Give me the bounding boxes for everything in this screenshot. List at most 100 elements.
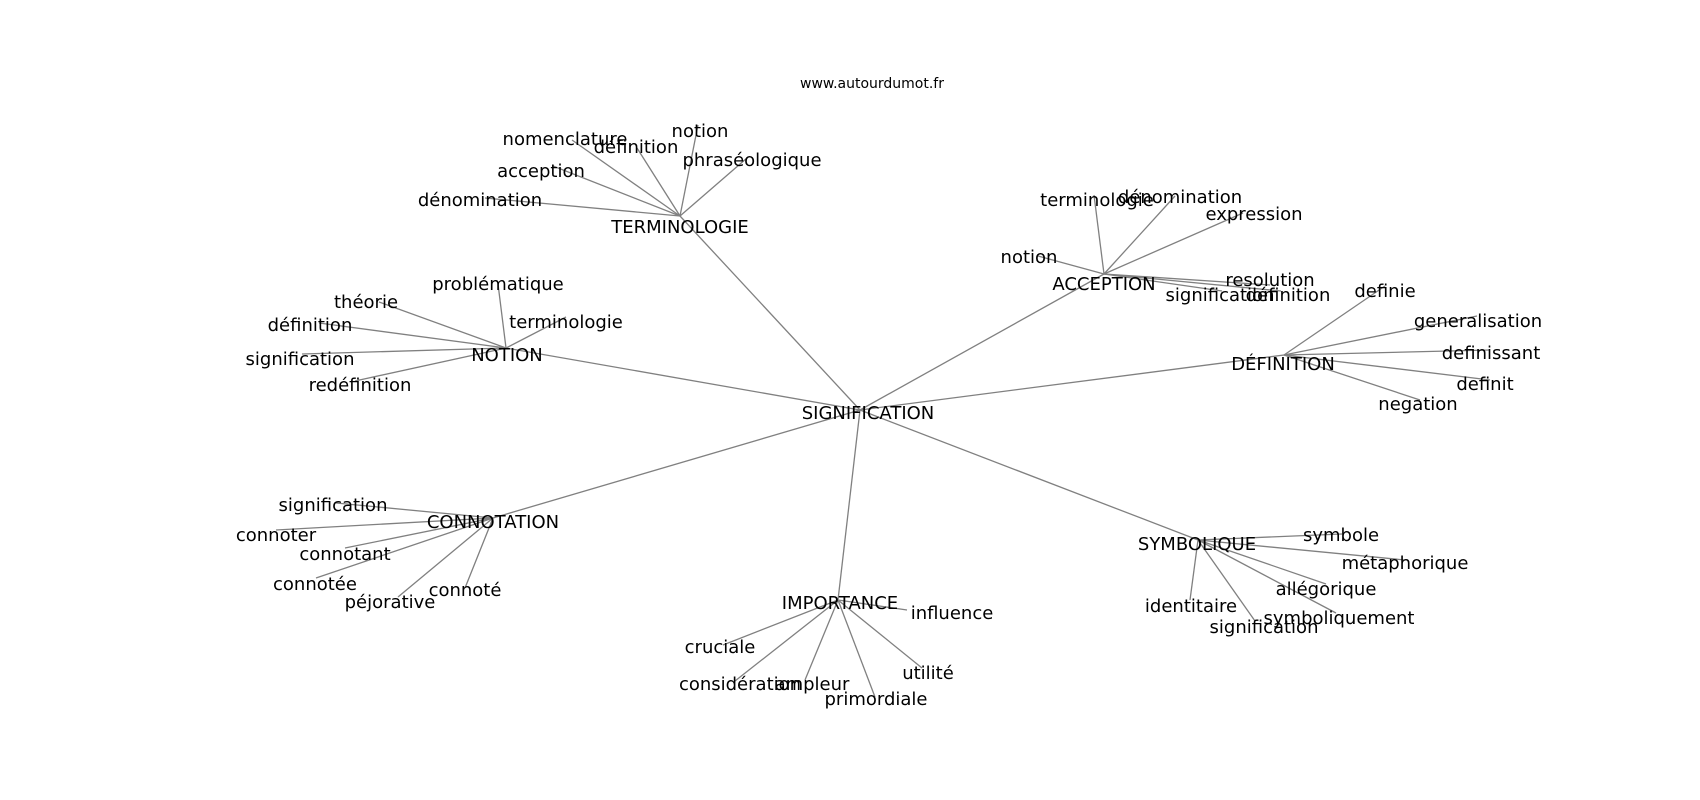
edge-hub-leaf [571, 139, 681, 217]
edge-hub-leaf [464, 517, 494, 589]
leaf-node-label[interactable]: connoté [429, 580, 502, 601]
leaf-node-label[interactable]: expression [1205, 204, 1302, 225]
edge-layer [275, 124, 1491, 698]
leaf-node-label[interactable]: dénomination [418, 190, 542, 211]
edge-center-hub [859, 354, 1285, 411]
edge-hub-leaf [1103, 195, 1176, 275]
edge-hub-leaf [378, 301, 507, 349]
leaf-node-label[interactable]: allégorique [1276, 579, 1377, 600]
edge-hub-leaf [505, 316, 567, 349]
edge-center-hub [859, 409, 1199, 541]
edge-hub-leaf [722, 599, 839, 646]
edge-hub-leaf [1197, 539, 1406, 561]
edge-hub-leaf [1103, 273, 1223, 292]
hub-node-label[interactable]: CONNOTATION [427, 512, 559, 533]
leaf-node-label[interactable]: dénomination [1118, 187, 1242, 208]
edge-hub-leaf [1283, 354, 1421, 401]
edge-hub-leaf [1197, 533, 1343, 541]
edge-center-hub [679, 215, 861, 411]
edge-center-hub [837, 409, 861, 601]
label-layer: SIGNIFICATIONTERMINOLOGIEnomenclaturedéf… [236, 121, 1542, 710]
leaf-node-label[interactable]: resolution [1225, 270, 1314, 291]
leaf-node-label[interactable]: connotée [273, 574, 357, 595]
leaf-node-label[interactable]: théorie [334, 292, 398, 313]
leaf-node-label[interactable]: influence [911, 603, 994, 624]
edge-hub-leaf [837, 599, 876, 698]
leaf-node-label[interactable]: ampleur [775, 674, 850, 695]
leaf-node-label[interactable]: définition [268, 315, 353, 336]
leaf-node-label[interactable]: phraséologique [682, 150, 821, 171]
leaf-node-label[interactable]: symboliquement [1264, 608, 1415, 629]
leaf-node-label[interactable]: primordiale [825, 689, 928, 710]
edge-hub-leaf [397, 517, 494, 598]
leaf-node-label[interactable]: definie [1354, 281, 1415, 302]
leaf-node-label[interactable]: redéfinition [309, 375, 412, 396]
leaf-node-label[interactable]: notion [1001, 247, 1058, 268]
edge-hub-leaf [1197, 539, 1256, 622]
edge-hub-leaf [1093, 194, 1105, 275]
leaf-node-label[interactable]: métaphorique [1342, 553, 1469, 574]
leaf-node-label[interactable]: terminologie [1040, 190, 1154, 211]
edge-hub-leaf [837, 599, 908, 611]
edge-hub-leaf [1197, 539, 1337, 614]
edge-hub-leaf [837, 599, 923, 669]
leaf-node-label[interactable]: identitaire [1145, 596, 1237, 617]
edge-hub-leaf [335, 502, 494, 519]
edge-hub-leaf [636, 147, 681, 217]
edge-hub-leaf [1283, 285, 1386, 356]
hub-node-label[interactable]: TERMINOLOGIE [610, 217, 749, 238]
edge-hub-leaf [1037, 255, 1105, 275]
edge-hub-leaf [804, 599, 839, 681]
leaf-node-label[interactable]: considération [679, 674, 801, 695]
hub-node-label[interactable]: SYMBOLIQUE [1138, 534, 1256, 555]
leaf-node-label[interactable]: signification [246, 349, 355, 370]
leaf-node-label[interactable]: utilité [902, 663, 954, 684]
hub-node-label[interactable]: ACCEPTION [1052, 274, 1155, 295]
leaf-node-label[interactable]: connotant [299, 544, 390, 565]
leaf-node-label[interactable]: negation [1378, 394, 1457, 415]
hub-node-label[interactable]: DÉFINITION [1231, 353, 1335, 375]
center-node-label[interactable]: SIGNIFICATION [802, 403, 935, 424]
hub-node-label[interactable]: IMPORTANCE [782, 593, 898, 614]
edge-hub-leaf [734, 599, 839, 682]
leaf-node-label[interactable]: definit [1456, 374, 1513, 395]
edge-hub-leaf [1103, 212, 1244, 275]
leaf-node-label[interactable]: terminologie [509, 312, 623, 333]
leaf-node-label[interactable]: définition [1246, 285, 1331, 306]
edge-hub-leaf [497, 283, 507, 349]
leaf-node-label[interactable]: cruciale [685, 637, 756, 658]
edge-hub-leaf [318, 322, 507, 349]
leaf-node-label[interactable]: problématique [432, 274, 563, 295]
edge-hub-leaf [552, 165, 681, 217]
leaf-node-label[interactable]: péjorative [345, 592, 436, 613]
edge-hub-leaf [679, 157, 748, 217]
leaf-node-label[interactable]: signification [1166, 285, 1275, 306]
edge-hub-leaf [354, 347, 507, 382]
edge-center-hub [492, 409, 861, 519]
edge-hub-leaf [1283, 354, 1491, 381]
site-url: www.autourdumot.fr [800, 76, 944, 92]
edge-hub-leaf [344, 517, 494, 549]
leaf-node-label[interactable]: définition [594, 137, 679, 158]
leaf-node-label[interactable]: notion [672, 121, 729, 142]
leaf-node-label[interactable]: signification [1210, 617, 1319, 638]
edge-center-hub [505, 347, 861, 411]
edge-hub-leaf [275, 517, 494, 531]
leaf-node-label[interactable]: nomenclature [503, 129, 628, 150]
edge-hub-leaf [1283, 349, 1491, 356]
edge-hub-leaf [1283, 315, 1478, 356]
edge-hub-leaf [484, 197, 681, 217]
leaf-node-label[interactable]: acception [497, 161, 585, 182]
edge-hub-leaf [1103, 273, 1271, 286]
leaf-node-label[interactable]: signification [279, 495, 388, 516]
leaf-node-label[interactable]: generalisation [1414, 311, 1542, 332]
edge-hub-leaf [1103, 273, 1282, 292]
edge-hub-leaf [301, 347, 507, 355]
hub-node-label[interactable]: NOTION [471, 345, 543, 366]
edge-hub-leaf [679, 124, 699, 217]
leaf-node-label[interactable]: symbole [1303, 525, 1379, 546]
leaf-node-label[interactable]: definissant [1442, 343, 1541, 364]
leaf-node-label[interactable]: connoter [236, 525, 317, 546]
edge-hub-leaf [1197, 539, 1327, 585]
